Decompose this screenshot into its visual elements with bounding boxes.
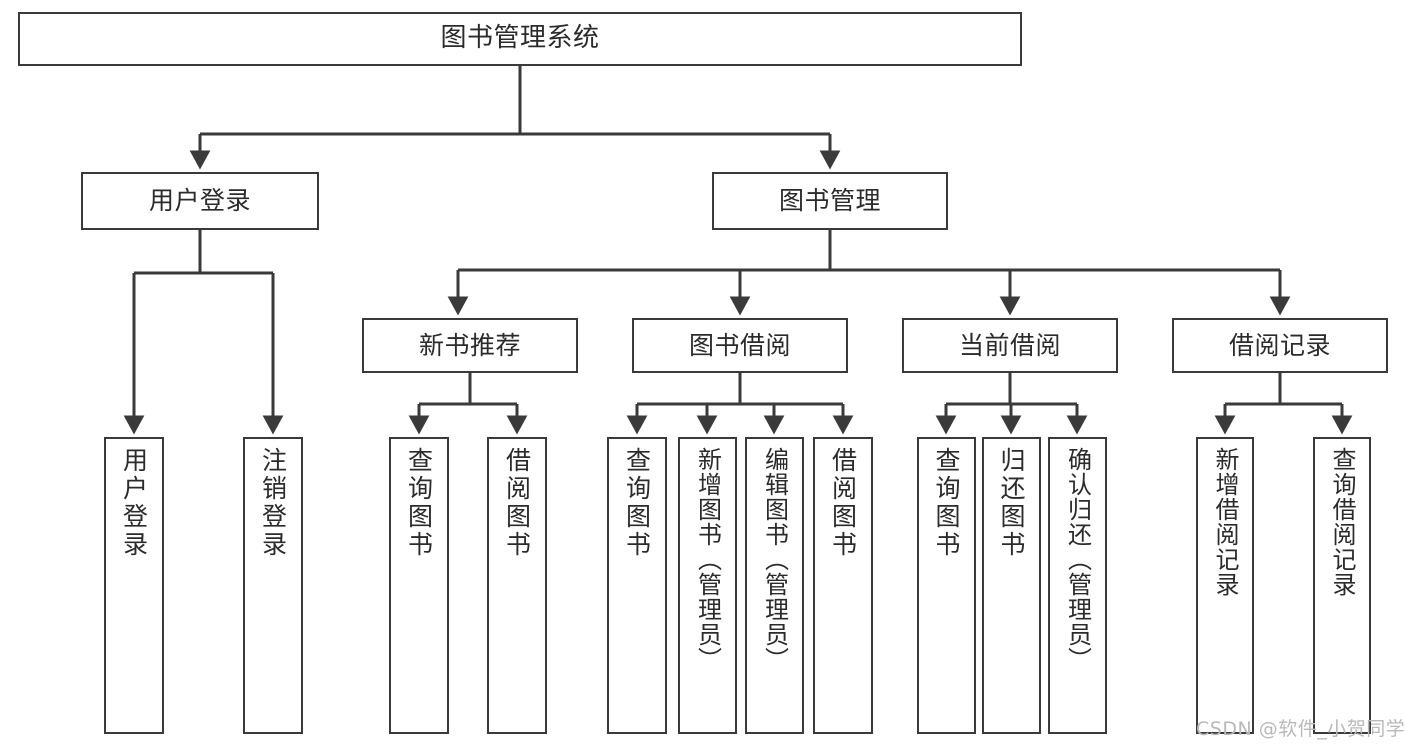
node-book-borrow-label: 图书借阅: [688, 330, 791, 360]
node-leaf-query-book-rec-label: 查询图书: [404, 447, 434, 559]
node-root[interactable]: 图书管理系统: [18, 12, 1022, 66]
node-borrow-record-label: 借阅记录: [1228, 330, 1331, 360]
csdn-watermark: CSDN @软件_小贺同学: [1196, 718, 1405, 740]
node-book-manage[interactable]: 图书管理: [712, 172, 948, 230]
node-leaf-edit-book-label: 编辑图书（管理员）: [760, 447, 789, 672]
node-user-login-label: 用户登录: [148, 186, 251, 215]
node-book-borrow[interactable]: 图书借阅: [632, 318, 848, 373]
node-borrow-record[interactable]: 借阅记录: [1172, 318, 1388, 373]
node-leaf-add-borrow-record[interactable]: 新增借阅记录: [1196, 437, 1254, 734]
node-leaf-borrow-book-label: 借阅图书: [828, 447, 858, 559]
node-leaf-edit-book[interactable]: 编辑图书（管理员）: [745, 437, 804, 734]
node-leaf-user-login[interactable]: 用户登录: [104, 437, 164, 734]
node-leaf-return-book[interactable]: 归还图书: [982, 437, 1041, 734]
node-current-borrow[interactable]: 当前借阅: [902, 318, 1118, 373]
node-leaf-query-book-borrow-label: 查询图书: [622, 447, 652, 559]
node-leaf-add-book[interactable]: 新增图书（管理员）: [678, 437, 737, 734]
node-leaf-add-book-label: 新增图书（管理员）: [693, 447, 722, 672]
node-leaf-user-login-label: 用户登录: [119, 447, 149, 559]
node-leaf-confirm-return[interactable]: 确认归还（管理员）: [1048, 437, 1107, 734]
node-leaf-query-book-borrow[interactable]: 查询图书: [607, 437, 667, 734]
node-leaf-user-logout-label: 注销登录: [258, 447, 288, 559]
node-user-login[interactable]: 用户登录: [81, 172, 319, 230]
node-book-manage-label: 图书管理: [778, 186, 881, 215]
node-new-book-recommendation-label: 新书推荐: [418, 330, 521, 360]
node-current-borrow-label: 当前借阅: [958, 330, 1061, 360]
node-leaf-borrow-book-rec[interactable]: 借阅图书: [487, 437, 547, 734]
node-leaf-query-borrow-record[interactable]: 查询借阅记录: [1313, 437, 1371, 734]
node-leaf-query-book-current-label: 查询图书: [932, 447, 961, 559]
node-leaf-user-logout[interactable]: 注销登录: [243, 437, 303, 734]
node-leaf-query-borrow-record-label: 查询借阅记录: [1328, 447, 1356, 597]
node-leaf-borrow-book-rec-label: 借阅图书: [502, 447, 532, 559]
node-leaf-query-book-rec[interactable]: 查询图书: [389, 437, 449, 734]
node-leaf-add-borrow-record-label: 新增借阅记录: [1211, 447, 1239, 597]
node-leaf-return-book-label: 归还图书: [997, 447, 1026, 559]
node-leaf-borrow-book[interactable]: 借阅图书: [813, 437, 873, 734]
node-leaf-query-book-current[interactable]: 查询图书: [917, 437, 976, 734]
node-new-book-recommendation[interactable]: 新书推荐: [362, 318, 578, 373]
node-root-label: 图书管理系统: [440, 23, 600, 54]
node-leaf-confirm-return-label: 确认归还（管理员）: [1063, 447, 1092, 672]
